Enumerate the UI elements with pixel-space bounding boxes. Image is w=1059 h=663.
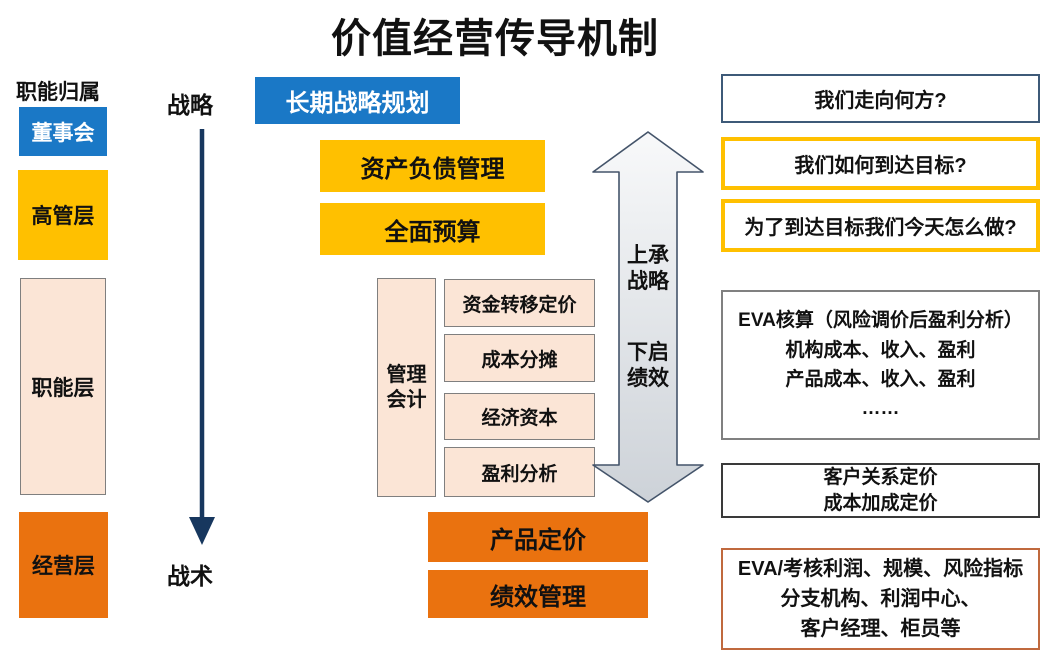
transmission-double-arrow-icon bbox=[592, 131, 704, 503]
strategy-label: 战略 bbox=[167, 92, 213, 118]
annotation-line: 产品成本、收入、盈利 bbox=[785, 369, 976, 390]
annotation-line: 我们如何到达目标? bbox=[794, 155, 967, 177]
annotation-line: EVA/考核利润、规模、风险指标 bbox=[737, 558, 1024, 580]
economic-capital-box: 经济资本 bbox=[444, 393, 595, 440]
annotation-customer-pricing: 客户关系定价 成本加成定价 bbox=[721, 463, 1040, 518]
ftp-box: 资金转移定价 bbox=[444, 279, 595, 327]
layer-functional-box: 职能层 bbox=[20, 278, 106, 495]
total-budget-box: 全面预算 bbox=[320, 203, 545, 255]
profit-analysis-box: 盈利分析 bbox=[444, 447, 595, 497]
annotation-line: 分支机构、利润中心、 bbox=[780, 588, 981, 610]
annotation-line: 客户经理、柜员等 bbox=[800, 618, 961, 640]
cost-allocation-box: 成本分摊 bbox=[444, 334, 595, 382]
performance-mgmt-box: 绩效管理 bbox=[428, 570, 648, 618]
management-accounting-line: 管理 bbox=[386, 363, 427, 386]
annotation-where-are-we-going: 我们走向何方? bbox=[721, 74, 1040, 123]
annotation-line: 客户关系定价 bbox=[823, 466, 938, 488]
annotation-how-to-reach-goal: 我们如何到达目标? bbox=[721, 137, 1040, 190]
arrow-bottom-text-line: 绩效 bbox=[627, 366, 669, 390]
annotation-line: 我们走向何方? bbox=[814, 90, 947, 112]
tactics-label: 战术 bbox=[167, 563, 213, 589]
annotation-eva-assessment: EVA/考核利润、规模、风险指标 分支机构、利润中心、 客户经理、柜员等 bbox=[721, 548, 1040, 650]
arrow-bottom-text: 下启 绩效 bbox=[613, 340, 683, 391]
annotation-line: …… bbox=[861, 398, 900, 420]
management-accounting-box: 管理 会计 bbox=[377, 278, 436, 497]
function-ownership-label: 职能归属 bbox=[16, 81, 100, 104]
annotation-eva-accounting: EVA核算（风险调价后盈利分析） 机构成本、收入、盈利 产品成本、收入、盈利 …… bbox=[721, 290, 1040, 440]
arrow-bottom-text-line: 下启 bbox=[627, 341, 669, 364]
annotation-what-to-do-today: 为了到达目标我们今天怎么做? bbox=[721, 199, 1040, 252]
asset-liability-box: 资产负债管理 bbox=[320, 140, 545, 192]
annotation-line: 机构成本、收入、盈利 bbox=[785, 339, 976, 361]
page-title: 价值经营传导机制 bbox=[331, 17, 659, 61]
long-term-planning-box: 长期战略规划 bbox=[255, 77, 460, 124]
annotation-line: 成本加成定价 bbox=[823, 492, 938, 514]
layer-operations-box: 经营层 bbox=[19, 512, 108, 618]
arrow-top-text: 上承 战略 bbox=[613, 243, 683, 294]
layer-executive-box: 高管层 bbox=[18, 170, 108, 260]
management-accounting-line: 会计 bbox=[386, 388, 427, 411]
annotation-line: EVA核算（风险调价后盈利分析） bbox=[738, 310, 1023, 332]
strategy-to-tactics-arrow-icon bbox=[189, 129, 215, 545]
arrow-top-text-line: 上承 bbox=[627, 244, 669, 267]
annotation-line: 为了到达目标我们今天怎么做? bbox=[744, 217, 1017, 239]
layer-board-box: 董事会 bbox=[19, 107, 107, 156]
arrow-top-text-line: 战略 bbox=[627, 269, 669, 293]
product-pricing-box: 产品定价 bbox=[428, 512, 648, 562]
